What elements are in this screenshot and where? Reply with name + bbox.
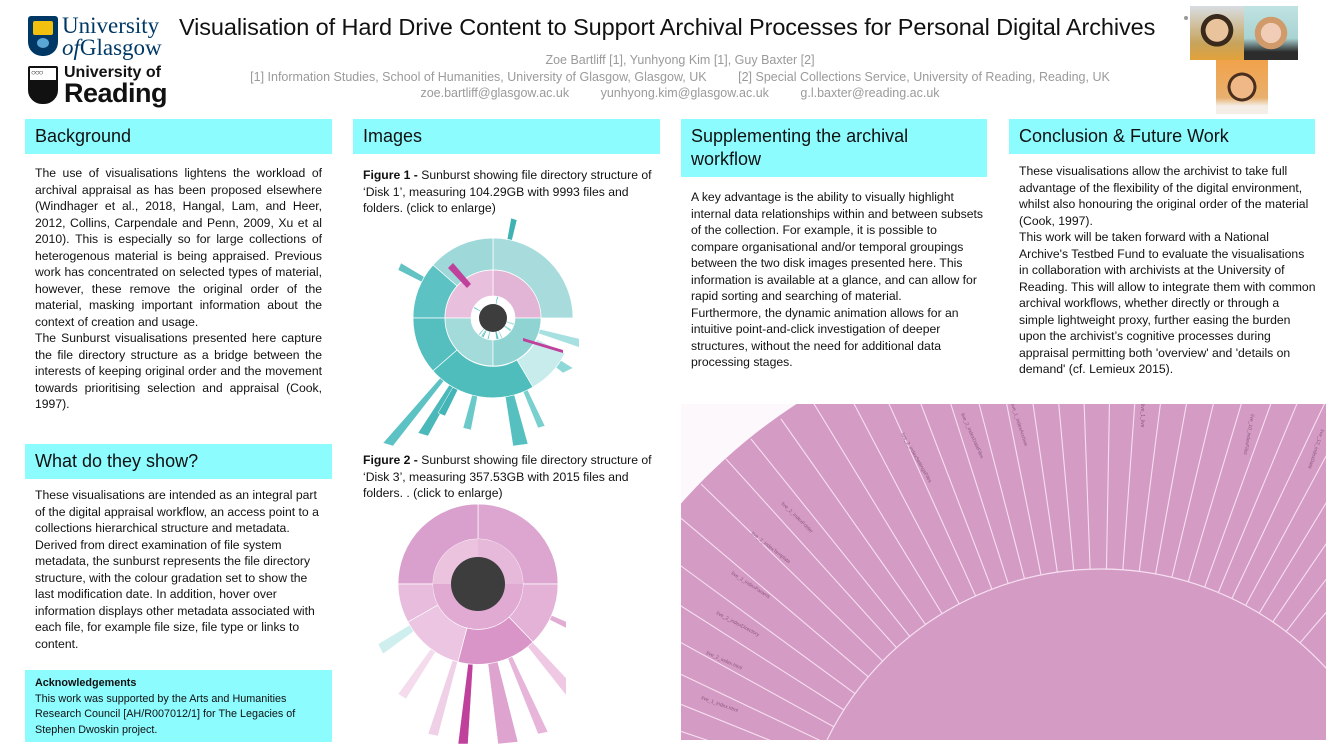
emails: zoe.bartliff@glasgow.ac.uk yunhyong.kim@… <box>170 85 1190 102</box>
author-photo-3 <box>1216 60 1268 114</box>
conclusion-paragraph-1: These visualisations allow the archivist… <box>1019 164 1309 228</box>
background-heading: Background <box>25 119 332 154</box>
glasgow-crest-icon <box>28 16 58 56</box>
zoomed-sunburst-animation[interactable]: live_1_index.html live_2_index.html live… <box>681 404 1326 740</box>
reading-shield-icon <box>28 66 58 104</box>
affiliations: [1] Information Studies, School of Human… <box>170 69 1190 86</box>
email-3[interactable]: g.l.baxter@reading.ac.uk <box>800 86 940 100</box>
conclusion-text: These visualisations allow the archivist… <box>1019 163 1317 378</box>
conclusion-paragraph-2: This work will be taken forward with a N… <box>1019 230 1316 376</box>
sunburst-disk1-chart <box>382 217 586 447</box>
what-do-they-show-text: These visualisations are intended as an … <box>35 488 319 651</box>
background-paragraph-2: The Sunburst visualisations presented he… <box>35 331 322 411</box>
background-paragraph-1: The use of visualisations lightens the w… <box>35 166 322 329</box>
svg-text:live_1_live: live_1_live <box>1139 404 1145 428</box>
author-photos <box>1184 6 1300 116</box>
figure-1-caption: Figure 1 - Sunburst showing file directo… <box>363 168 652 215</box>
author-block: Zoe Bartliff [1], Yunhyong Kim [1], Guy … <box>170 52 1190 102</box>
what-do-they-show-heading: What do they show? <box>25 444 332 479</box>
poster-title: Visualisation of Hard Drive Content to S… <box>179 14 1156 40</box>
conclusion-heading: Conclusion & Future Work <box>1009 119 1315 154</box>
glasgow-logo-text-1: University <box>62 13 160 38</box>
supplementing-text: A key advantage is the ability to visual… <box>691 189 983 371</box>
email-2[interactable]: yunhyong.kim@glasgow.ac.uk <box>600 86 769 100</box>
images-heading: Images <box>353 119 660 154</box>
figure-2-sunburst[interactable] <box>370 502 601 746</box>
acknowledgements-text: This work was supported by the Arts and … <box>35 692 296 736</box>
supplementing-paragraph-2: Furthermore, the dynamic animation allow… <box>691 305 959 370</box>
figure-1-sunburst[interactable] <box>382 216 586 447</box>
acknowledgements-box: Acknowledgements This work was supported… <box>25 670 332 742</box>
supplementing-paragraph-1: A key advantage is the ability to visual… <box>691 190 984 303</box>
author-photo-2 <box>1244 6 1298 60</box>
affiliation-1: [1] Information Studies, School of Human… <box>250 69 707 84</box>
author-names: Zoe Bartliff [1], Yunhyong Kim [1], Guy … <box>545 53 815 67</box>
zoomed-sunburst-chart: live_1_index.html live_2_index.html live… <box>681 404 1326 740</box>
acknowledgements-heading: Acknowledgements <box>35 677 137 689</box>
reading-logo-text-2: Reading <box>64 78 168 108</box>
supplementing-heading: Supplementing the archival workflow <box>681 119 987 177</box>
glasgow-logo-text-2: ofGlasgow <box>62 35 162 60</box>
reading-logo-text-1: University of <box>64 64 161 81</box>
affiliation-2: [2] Special Collections Service, Univers… <box>738 69 1110 84</box>
speaker-icon <box>1184 16 1188 20</box>
university-of-reading-logo: University of Reading <box>28 64 168 110</box>
sunburst-disk3-chart <box>377 503 601 745</box>
email-1[interactable]: zoe.bartliff@glasgow.ac.uk <box>420 86 570 100</box>
figure-2-caption: Figure 2 - Sunburst showing file directo… <box>363 453 652 500</box>
background-text: The use of visualisations lightens the w… <box>35 165 322 413</box>
author-photo-1 <box>1190 6 1244 60</box>
university-of-glasgow-logo: University ofGlasgow <box>28 14 168 60</box>
